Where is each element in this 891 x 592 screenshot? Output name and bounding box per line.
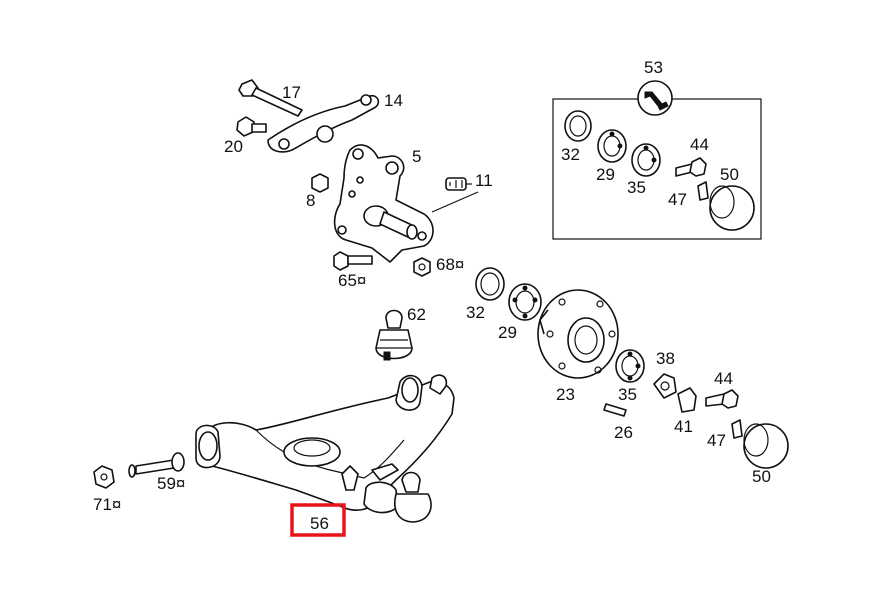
- label-53[interactable]: 53: [644, 58, 663, 77]
- label-32-kit[interactable]: 32: [561, 145, 580, 164]
- clip-part-47-kit: [697, 181, 709, 201]
- label-29[interactable]: 29: [498, 323, 517, 342]
- label-68[interactable]: 68¤: [436, 255, 464, 274]
- label-35-kit[interactable]: 35: [627, 178, 646, 197]
- repair-kit-box-part-53: [552, 80, 762, 240]
- upper-link-part-14: [267, 94, 380, 153]
- bearing-part-29-kit: [597, 129, 627, 163]
- label-50-kit[interactable]: 50: [720, 165, 739, 184]
- label-44[interactable]: 44: [714, 369, 733, 388]
- wheel-hub-part-23: [537, 289, 619, 379]
- clip-part-47-lower: [731, 419, 743, 439]
- bolt-part-65: [333, 251, 373, 271]
- seal-part-32-kit: [564, 110, 592, 142]
- label-56[interactable]: 56: [310, 514, 329, 533]
- steering-knuckle-part-5: [333, 144, 434, 263]
- label-65[interactable]: 65¤: [338, 271, 366, 290]
- label-11[interactable]: 11: [475, 171, 493, 190]
- label-26[interactable]: 26: [614, 423, 633, 442]
- bolt-part-20: [236, 116, 267, 137]
- seal-part-32-lower: [475, 267, 505, 301]
- nut-part-68: [413, 257, 431, 277]
- lower-control-arm-part-56: [195, 374, 455, 523]
- label-14[interactable]: 14: [384, 91, 403, 110]
- label-35[interactable]: 35: [618, 385, 637, 404]
- pin-part-26: [603, 403, 627, 417]
- cap-part-50-lower: [743, 423, 789, 469]
- label-5[interactable]: 5: [412, 147, 421, 166]
- washer-part-38: [653, 373, 677, 399]
- label-62[interactable]: 62: [407, 305, 426, 324]
- bolt-part-59: [128, 452, 185, 478]
- bearing-part-35-kit: [631, 143, 661, 177]
- label-32[interactable]: 32: [466, 303, 485, 322]
- label-47[interactable]: 47: [707, 431, 726, 450]
- label-59[interactable]: 59¤: [157, 474, 185, 493]
- highlight-box: [290, 503, 346, 537]
- label-50[interactable]: 50: [752, 467, 771, 486]
- label-8[interactable]: 8: [306, 191, 315, 210]
- label-29-kit[interactable]: 29: [596, 165, 615, 184]
- bolt-part-44-lower: [705, 389, 739, 409]
- label-20[interactable]: 20: [224, 137, 243, 156]
- bearing-part-29-lower: [508, 283, 542, 321]
- nut-part-8: [311, 173, 329, 193]
- label-17[interactable]: 17: [282, 83, 301, 102]
- label-38[interactable]: 38: [656, 349, 675, 368]
- label-44-kit[interactable]: 44: [690, 135, 709, 154]
- ball-joint-part-62: [375, 309, 413, 361]
- bolt-part-17: [238, 79, 303, 117]
- label-71[interactable]: 71¤: [93, 495, 121, 514]
- nut-part-71: [93, 465, 115, 489]
- label-41[interactable]: 41: [674, 417, 693, 436]
- label-23[interactable]: 23: [556, 385, 575, 404]
- label-47-kit[interactable]: 47: [668, 190, 687, 209]
- sensor-part-11: [431, 177, 479, 213]
- bearing-part-35-lower: [615, 349, 645, 383]
- bolt-part-44-kit: [675, 157, 707, 177]
- nut-part-41: [677, 387, 697, 413]
- cap-part-50-kit: [709, 185, 755, 231]
